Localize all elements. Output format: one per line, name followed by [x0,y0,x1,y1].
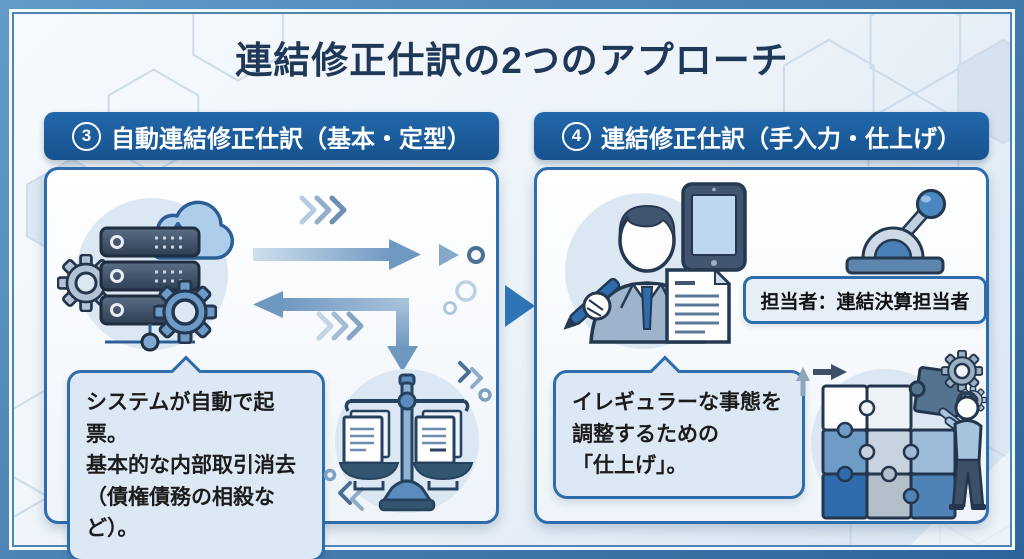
control-lever-icon [845,189,946,275]
panel-connector-arrow [505,285,535,327]
panel-manual-consolidation: 4 連結修正仕訳（手入力・仕上げ） [534,112,989,524]
number-badge-3: 3 [72,121,101,151]
accountant-writing-icon [563,182,747,349]
speech-bubble-text-manual: イレギュラーな事態を 調整するための 「仕上げ」。 [572,391,782,477]
canvas: 連結修正仕訳の2つのアプローチ 3 自動連結修正仕訳（基本・定型） [12,12,1012,559]
staff-label-text: 担当者：連結決算担当者 [760,291,970,313]
panel-body-manual: 担当者：連結決算担当者 イレギュラーな事態を 調整するための 「仕上げ」。 [534,167,989,524]
panel-header-text-manual: 連結修正仕訳（手入力・仕上げ） [601,125,961,153]
speech-bubble-manual: イレギュラーな事態を 調整するための 「仕上げ」。 [553,355,805,499]
data-flow-arrows-icon [253,195,485,372]
balance-scale-documents-icon [323,361,492,513]
speech-bubble-auto: システムが自動で起票。 基本的な内部取引消去 （債権債務の相殺など）。 [67,355,325,559]
panel-body-auto: システムが自動で起票。 基本的な内部取引消去 （債権債務の相殺など）。 [44,167,499,559]
panel-header-auto: 3 自動連結修正仕訳（基本・定型） [44,112,499,160]
panel-header-manual: 4 連結修正仕訳（手入力・仕上げ） [534,112,989,160]
speech-bubble-text-auto: システムが自動で起票。 基本的な内部取引消去 （債権債務の相殺など）。 [86,391,296,540]
number-badge-4: 4 [562,121,591,151]
puzzle-assembly-icon [796,350,987,520]
server-cloud-automation-icon [57,198,235,352]
staff-label: 担当者：連結決算担当者 [743,276,987,324]
page-title: 連結修正仕訳の2つのアプローチ [235,40,789,81]
panel-auto-consolidation: 3 自動連結修正仕訳（基本・定型） [44,112,499,559]
panel-header-text-auto: 自動連結修正仕訳（基本・定型） [111,125,471,153]
